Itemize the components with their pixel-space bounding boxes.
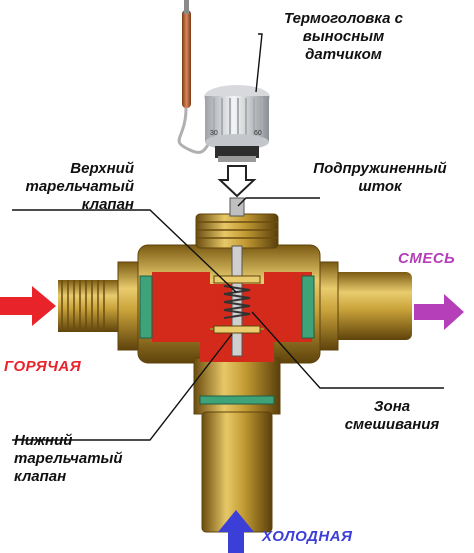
mix-outlet-arrow xyxy=(414,294,464,330)
flow-label-cold: ХОЛОДНАЯ xyxy=(262,528,353,545)
label-upper-valve: Верхний тарельчатый клапан xyxy=(25,160,134,213)
head-scale-min: 30 xyxy=(210,130,218,137)
flow-label-mix: СМЕСЬ xyxy=(398,250,456,267)
label-mixing-zone: Зона смешивания xyxy=(344,398,440,433)
cold-inlet-arrow xyxy=(218,510,254,553)
label-spring-stem: Подпружиненный шток xyxy=(313,160,447,195)
hot-inlet-arrow xyxy=(0,286,56,326)
valve-body xyxy=(58,197,412,533)
leader-lines xyxy=(12,33,444,441)
actuation-arrow xyxy=(217,165,257,198)
head-scale-max: 60 xyxy=(254,130,262,137)
label-lower-valve: Нижний тарельчатый клапан xyxy=(14,432,123,485)
thermostatic-head xyxy=(204,85,270,162)
flow-label-hot: ГОРЯЧАЯ xyxy=(4,358,82,375)
label-thermohead: Термоголовка с выносным датчиком xyxy=(284,10,403,63)
